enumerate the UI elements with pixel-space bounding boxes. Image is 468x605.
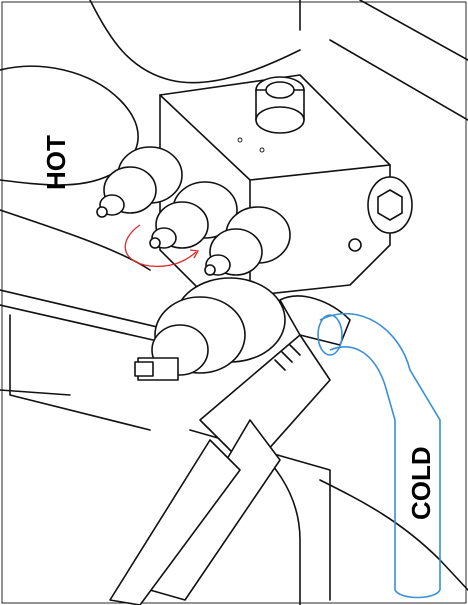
cold-label: COLD bbox=[406, 446, 436, 520]
hot-label: HOT bbox=[41, 135, 71, 190]
cartridge-valve-2 bbox=[149, 181, 238, 249]
rotation-arrow bbox=[124, 224, 200, 268]
cold-pipe bbox=[317, 312, 441, 599]
adjustable-pliers bbox=[109, 295, 351, 605]
connector-nut bbox=[134, 277, 286, 381]
cartridge-valve-1 bbox=[96, 146, 183, 218]
cartridge-valve-3 bbox=[204, 206, 291, 276]
